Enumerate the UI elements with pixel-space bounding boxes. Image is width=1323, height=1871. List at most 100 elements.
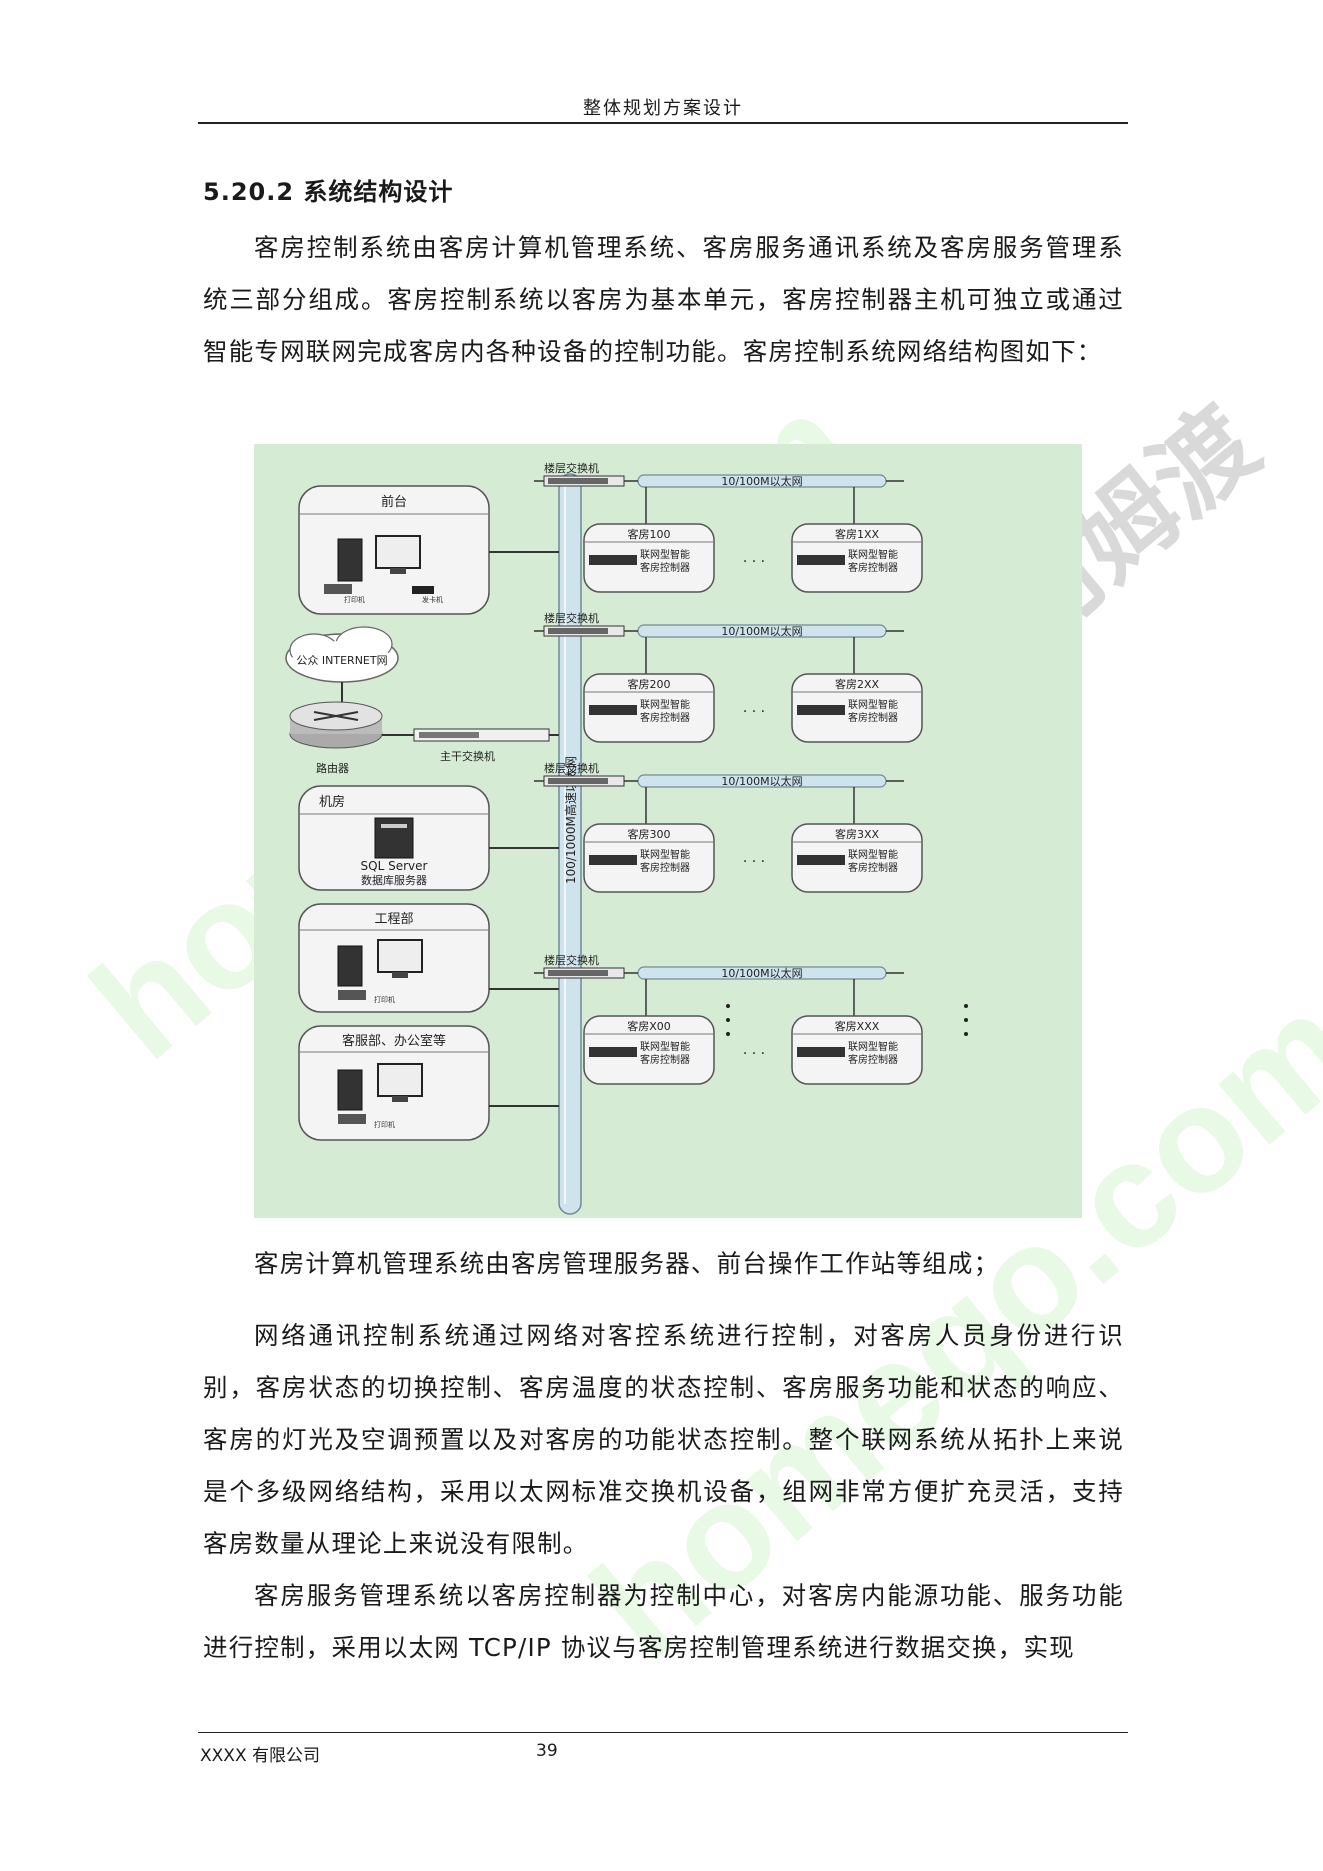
floor-switch-label: 楼层交换机 bbox=[544, 611, 599, 625]
service-office-title: 客服部、办公室等 bbox=[342, 1033, 446, 1049]
floor-switch-ports bbox=[548, 970, 608, 976]
controller-label-1: 联网型智能 bbox=[848, 848, 898, 861]
floor-switch-label: 楼层交换机 bbox=[544, 461, 599, 475]
pc-tower-icon bbox=[337, 538, 363, 582]
controller-device-icon bbox=[589, 1047, 637, 1057]
engineering-title: 工程部 bbox=[374, 912, 413, 927]
front-desk-title: 前台 bbox=[381, 494, 407, 510]
router-label: 路由器 bbox=[316, 761, 349, 775]
floor-switch-label: 楼层交换机 bbox=[544, 761, 599, 775]
room-box-left bbox=[583, 673, 715, 743]
floors-group: 楼层交换机10/100M以太网客房100联网型智能客房控制器客房1XX联网型智能… bbox=[534, 461, 923, 1085]
monitor-icon bbox=[377, 1063, 423, 1097]
card-issuer-icon bbox=[412, 586, 434, 594]
room-box-left bbox=[583, 1015, 715, 1085]
controller-device-icon bbox=[797, 855, 845, 865]
controller-label-1: 联网型智能 bbox=[640, 548, 690, 561]
controller-device-icon bbox=[589, 555, 637, 565]
controller-device-icon bbox=[797, 555, 845, 565]
front-desk-node: 前台 打印机 发卡机 bbox=[298, 485, 490, 615]
monitor-icon bbox=[377, 939, 423, 973]
printer-icon bbox=[324, 584, 352, 594]
room-label-right: 客房XXX bbox=[835, 1019, 880, 1033]
paragraph-intro: 客房控制系统由客房计算机管理系统、客房服务通讯系统及客房服务管理系统三部分组成。… bbox=[203, 233, 1124, 366]
room-box-right bbox=[791, 673, 923, 743]
footer-rule bbox=[198, 1732, 1128, 1733]
network-diagram: 100/1000M高速以太网 前台 打印机 发卡机 公众 INTERNET网 路… bbox=[254, 444, 1082, 1218]
room-label-right: 客房1XX bbox=[835, 527, 880, 541]
controller-device-icon bbox=[797, 1047, 845, 1057]
backbone-pipe: 100/1000M高速以太网 bbox=[558, 473, 582, 1215]
horizontal-ellipsis: · · · bbox=[743, 854, 765, 870]
floor-2: 楼层交换机10/100M以太网客房200联网型智能客房控制器客房2XX联网型智能… bbox=[534, 611, 923, 743]
page-header-title: 整体规划方案设计 bbox=[583, 98, 743, 119]
controller-label-1: 联网型智能 bbox=[640, 848, 690, 861]
floor-switch-ports bbox=[548, 628, 608, 634]
monitor-icon bbox=[375, 535, 421, 569]
footer-page-number: 39 bbox=[536, 1741, 558, 1761]
controller-label-1: 联网型智能 bbox=[848, 1040, 898, 1053]
paragraph-service-management: 客房服务管理系统以客房控制器为控制中心，对客房内能源功能、服务功能进行控制，采用… bbox=[203, 1581, 1124, 1662]
room-label-right: 客房2XX bbox=[835, 677, 880, 691]
floor-1: 楼层交换机10/100M以太网客房100联网型智能客房控制器客房1XX联网型智能… bbox=[534, 461, 923, 593]
floor-4: 楼层交换机10/100M以太网客房X00联网型智能客房控制器客房XXX联网型智能… bbox=[534, 953, 923, 1085]
service-office-node: 客服部、办公室等 打印机 bbox=[298, 1025, 490, 1141]
room-box-right bbox=[791, 823, 923, 893]
controller-label-2: 客房控制器 bbox=[640, 861, 690, 874]
controller-label-2: 客房控制器 bbox=[640, 561, 690, 574]
floor-switch-ports bbox=[548, 478, 608, 484]
internet-label: 公众 INTERNET网 bbox=[296, 654, 387, 667]
controller-device-icon bbox=[589, 705, 637, 715]
service-office-printer-label: 打印机 bbox=[374, 1120, 395, 1129]
horizontal-ellipsis: · · · bbox=[743, 1046, 765, 1062]
pc-tower-icon bbox=[337, 1069, 363, 1111]
controller-label-1: 联网型智能 bbox=[640, 698, 690, 711]
controller-device-icon bbox=[589, 855, 637, 865]
room-label-left: 客房300 bbox=[628, 827, 671, 841]
engineering-node: 工程部 打印机 bbox=[298, 903, 490, 1013]
controller-label-2: 客房控制器 bbox=[848, 561, 898, 574]
controller-device-icon bbox=[797, 705, 845, 715]
ethernet-label: 10/100M以太网 bbox=[721, 475, 802, 488]
machine-room-title: 机房 bbox=[319, 794, 345, 810]
core-switch-label: 主干交换机 bbox=[440, 749, 495, 763]
printer-icon bbox=[338, 1114, 366, 1124]
room-label-left: 客房X00 bbox=[627, 1019, 671, 1033]
front-desk-sender-label: 发卡机 bbox=[422, 595, 443, 604]
pc-tower-icon bbox=[337, 945, 363, 987]
room-box-left bbox=[583, 823, 715, 893]
horizontal-ellipsis: · · · bbox=[743, 554, 765, 570]
floor-switch-ports bbox=[548, 778, 608, 784]
controller-label-1: 联网型智能 bbox=[848, 698, 898, 711]
ethernet-label: 10/100M以太网 bbox=[721, 775, 802, 788]
header-rule bbox=[198, 122, 1128, 124]
controller-label-2: 客房控制器 bbox=[640, 1053, 690, 1066]
machine-room-node: 机房 SQL Server 数据库服务器 bbox=[298, 785, 490, 891]
controller-label-2: 客房控制器 bbox=[848, 711, 898, 724]
footer-company: XXXX 有限公司 bbox=[200, 1746, 320, 1766]
paragraph-network-control: 网络通讯控制系统通过网络对客控系统进行控制，对客房人员身份进行识别，客房状态的切… bbox=[203, 1321, 1124, 1558]
front-desk-printer-label: 打印机 bbox=[344, 595, 365, 604]
floor-switch-label: 楼层交换机 bbox=[544, 953, 599, 967]
paragraph-computer-management: 客房计算机管理系统由客房管理服务器、前台操作工作站等组成； bbox=[254, 1249, 1000, 1278]
vertical-ellipsis-right bbox=[964, 1004, 968, 1036]
internet-cloud: 公众 INTERNET网 bbox=[285, 626, 399, 683]
backbone-label: 100/1000M高速以太网 bbox=[563, 756, 578, 884]
controller-label-2: 客房控制器 bbox=[848, 861, 898, 874]
router-icon bbox=[289, 701, 383, 749]
room-box-right bbox=[791, 1015, 923, 1085]
controller-label-2: 客房控制器 bbox=[640, 711, 690, 724]
ethernet-label: 10/100M以太网 bbox=[721, 967, 802, 980]
horizontal-ellipsis: · · · bbox=[743, 704, 765, 720]
engineering-printer-label: 打印机 bbox=[374, 995, 395, 1004]
room-label-left: 客房200 bbox=[628, 677, 671, 691]
section-heading: 5.20.2 系统结构设计 bbox=[203, 178, 454, 206]
floor-3: 楼层交换机10/100M以太网客房300联网型智能客房控制器客房3XX联网型智能… bbox=[534, 761, 923, 893]
controller-label-2: 客房控制器 bbox=[848, 1053, 898, 1066]
server-role-label: 数据库服务器 bbox=[361, 873, 427, 887]
server-name-label: SQL Server bbox=[361, 859, 428, 873]
ethernet-label: 10/100M以太网 bbox=[721, 625, 802, 638]
controller-label-1: 联网型智能 bbox=[640, 1040, 690, 1053]
room-label-right: 客房3XX bbox=[835, 827, 880, 841]
room-box-right bbox=[791, 523, 923, 593]
